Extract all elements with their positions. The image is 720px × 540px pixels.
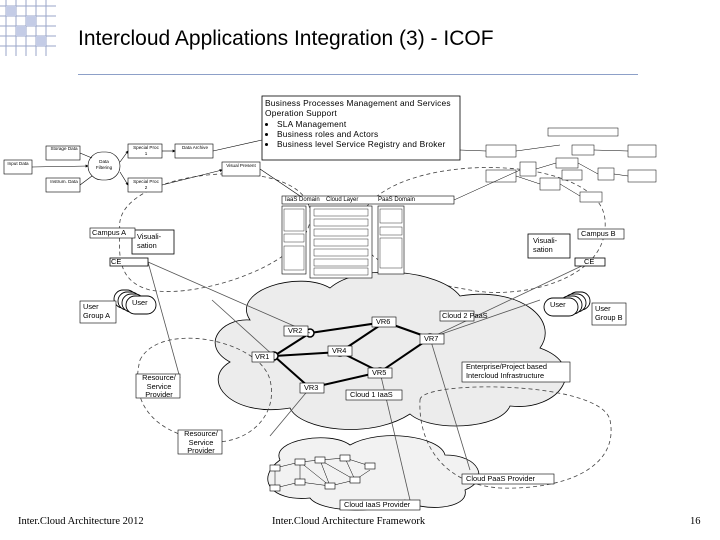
data-archive-node: Data Archive xyxy=(181,145,209,150)
bpm-bullet-list: SLA Management Business roles and Actors… xyxy=(265,119,465,150)
ce-b-router xyxy=(574,257,606,267)
vr2-label: VR2 xyxy=(288,326,303,335)
cloud1-iaas-label: Cloud 1 IaaS xyxy=(350,390,393,399)
page-number: 16 xyxy=(690,516,701,527)
slide-title: Intercloud Applications Integration (3) … xyxy=(78,27,494,50)
enterprise-infrastructure-label: Enterprise/Project based Intercloud Infr… xyxy=(466,362,547,380)
visual-present-node: Visual Present xyxy=(226,163,256,168)
bpm-line-2: Operation Support xyxy=(265,108,337,119)
user-b-label: User xyxy=(550,300,566,309)
storage-data-node: Storage Data xyxy=(50,146,78,151)
bpm-box-text: Business Processes Management and Servic… xyxy=(265,98,465,149)
right-lower-region xyxy=(419,386,612,489)
provider-cloud xyxy=(267,435,480,511)
grid-logo-icon xyxy=(0,0,56,56)
special-proc-2-node: Special Proc 2 xyxy=(133,179,159,190)
user-a-label: User xyxy=(132,298,148,307)
resource-provider-2-label: Resource/ Service Provider xyxy=(184,429,218,456)
special-proc-1-node: Special Proc 1 xyxy=(133,145,159,156)
cloud-iaas-provider-label: Cloud IaaS Provider xyxy=(344,500,411,509)
bpm-bullet: Business level Service Registry and Brok… xyxy=(277,139,465,149)
resource-provider-1-label: Resource/ Service Provider xyxy=(142,373,176,400)
cloud-paas-provider-label: Cloud PaaS Provider xyxy=(466,474,536,483)
bpm-line-1: Business Processes Management and Servic… xyxy=(265,98,451,108)
cloud2-paas-label: Cloud 2 PaaS xyxy=(442,311,488,320)
user-group-a-label: User Group A xyxy=(83,302,111,320)
footer-center: Inter.Cloud Architecture Framework xyxy=(272,516,426,527)
visualisation-a-label: Visuali-sation xyxy=(137,232,162,250)
cloud-layer-label: Cloud Layer xyxy=(326,197,359,203)
title-rule xyxy=(78,74,638,75)
bpm-bullet: SLA Management xyxy=(277,119,465,129)
ce-a-router xyxy=(109,257,149,267)
vr3-label: VR3 xyxy=(304,383,319,392)
footer-left: Inter.Cloud Architecture 2012 xyxy=(18,516,144,527)
left-lower-region xyxy=(137,337,272,443)
campus-b-label: Campus B xyxy=(581,229,616,238)
paas-domain-label: PaaS Domain xyxy=(378,197,416,203)
ce-b-label: CE xyxy=(584,257,595,266)
instrument-data-node: Instrum. Data xyxy=(50,179,78,184)
data-filtering-node: Data Filtering xyxy=(95,159,113,170)
bpm-box xyxy=(261,95,461,161)
vr4-label: VR4 xyxy=(332,346,347,355)
campus-a-label: Campus A xyxy=(92,228,127,237)
bpm-bullet: Business roles and Actors xyxy=(277,129,465,139)
vr1-label: VR1 xyxy=(255,352,270,361)
vr6-label: VR6 xyxy=(376,317,391,326)
vr7-label: VR7 xyxy=(424,334,439,343)
ce-a-label: CE xyxy=(111,257,122,266)
vr5-label: VR5 xyxy=(372,368,387,377)
input-data-node: Input Data xyxy=(7,161,29,166)
visualisation-b-label: Visuali-sation xyxy=(533,236,558,254)
iaas-domain-label: IaaS Domain xyxy=(285,197,320,203)
user-group-b-label: User Group B xyxy=(595,304,623,322)
